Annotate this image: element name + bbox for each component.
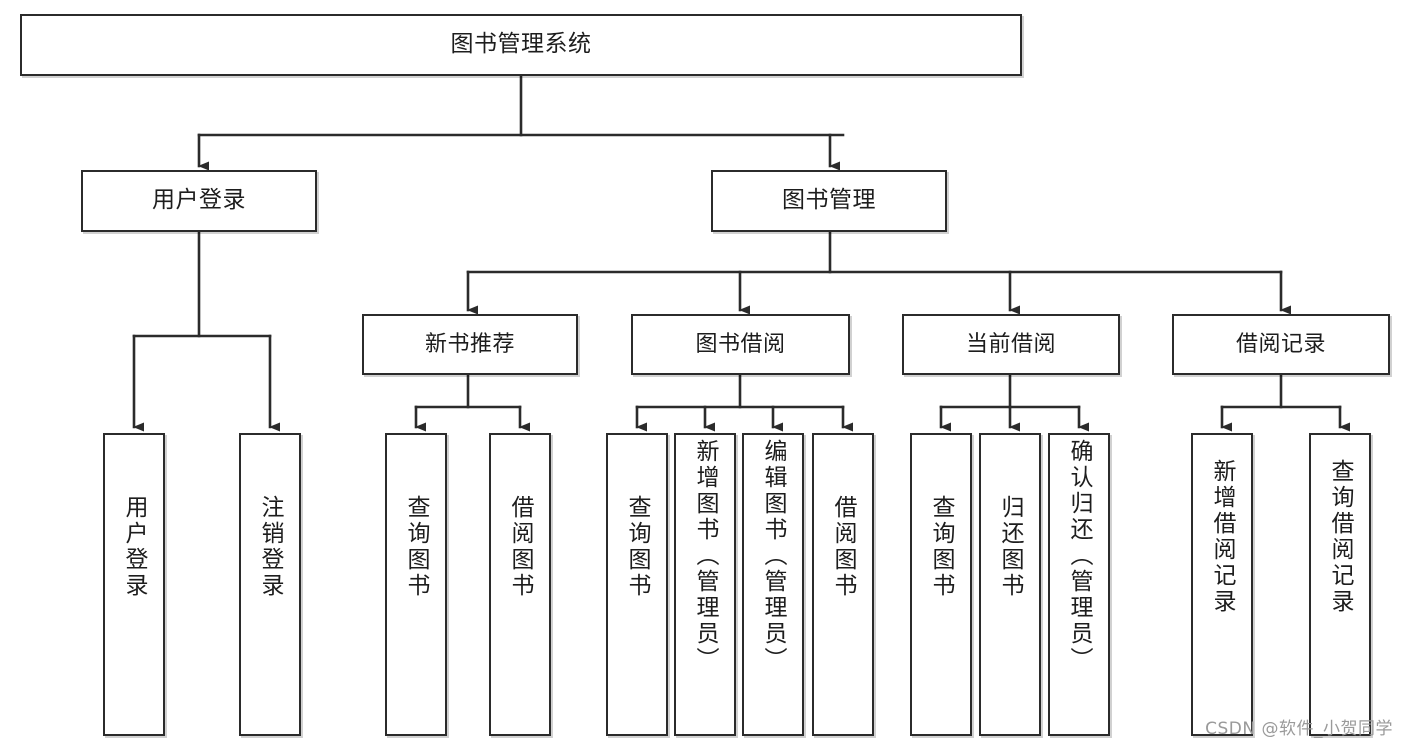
node-book-management[interactable]: 图书管理	[711, 170, 947, 232]
node-label: 图书管理系统	[450, 31, 592, 58]
node-label: 用户登录	[152, 187, 246, 214]
leaf-borrow-book-newbook[interactable]: 借阅图书	[489, 433, 551, 736]
leaf-confirm-return-admin[interactable]: 确认归还（管理员）	[1048, 433, 1110, 736]
node-label: 借阅图书	[830, 495, 857, 599]
leaf-query-borrow-record[interactable]: 查询借阅记录	[1309, 433, 1371, 736]
node-user-login[interactable]: 用户登录	[81, 170, 317, 232]
node-label: 注销登录	[257, 495, 284, 599]
node-label: 当前借阅	[965, 331, 1056, 357]
node-label: 查询图书	[928, 495, 955, 599]
node-borrow-records[interactable]: 借阅记录	[1172, 314, 1390, 375]
leaf-add-book-admin[interactable]: 新增图书（管理员）	[674, 433, 736, 736]
leaf-add-borrow-record[interactable]: 新增借阅记录	[1191, 433, 1253, 736]
node-label: 新增图书（管理员）	[692, 439, 719, 673]
node-label: 图书管理	[782, 187, 876, 214]
node-label: 查询图书	[624, 495, 651, 599]
leaf-query-book-newbook[interactable]: 查询图书	[385, 433, 447, 736]
node-root-system[interactable]: 图书管理系统	[20, 14, 1022, 76]
leaf-return-book[interactable]: 归还图书	[979, 433, 1041, 736]
node-label: 借阅记录	[1235, 331, 1326, 357]
node-label: 确认归还（管理员）	[1066, 439, 1093, 673]
node-current-borrow[interactable]: 当前借阅	[902, 314, 1120, 375]
leaf-query-book-current[interactable]: 查询图书	[910, 433, 972, 736]
node-new-book-recommend[interactable]: 新书推荐	[362, 314, 578, 375]
node-label: 用户登录	[121, 495, 148, 599]
leaf-query-book-borrow[interactable]: 查询图书	[606, 433, 668, 736]
leaf-edit-book-admin[interactable]: 编辑图书（管理员）	[742, 433, 804, 736]
node-book-borrow[interactable]: 图书借阅	[631, 314, 850, 375]
csdn-watermark: CSDN @软件_小贺同学	[1205, 719, 1393, 739]
node-label: 新增借阅记录	[1209, 459, 1236, 615]
leaf-user-login[interactable]: 用户登录	[103, 433, 165, 736]
node-label: 查询借阅记录	[1327, 459, 1354, 615]
node-label: 编辑图书（管理员）	[760, 439, 787, 673]
node-label: 借阅图书	[507, 495, 534, 599]
node-label: 图书借阅	[695, 331, 786, 357]
leaf-borrow-book-borrow[interactable]: 借阅图书	[812, 433, 874, 736]
node-label: 查询图书	[403, 495, 430, 599]
node-label: 新书推荐	[424, 331, 515, 357]
node-label: 归还图书	[997, 495, 1024, 599]
leaf-logout[interactable]: 注销登录	[239, 433, 301, 736]
